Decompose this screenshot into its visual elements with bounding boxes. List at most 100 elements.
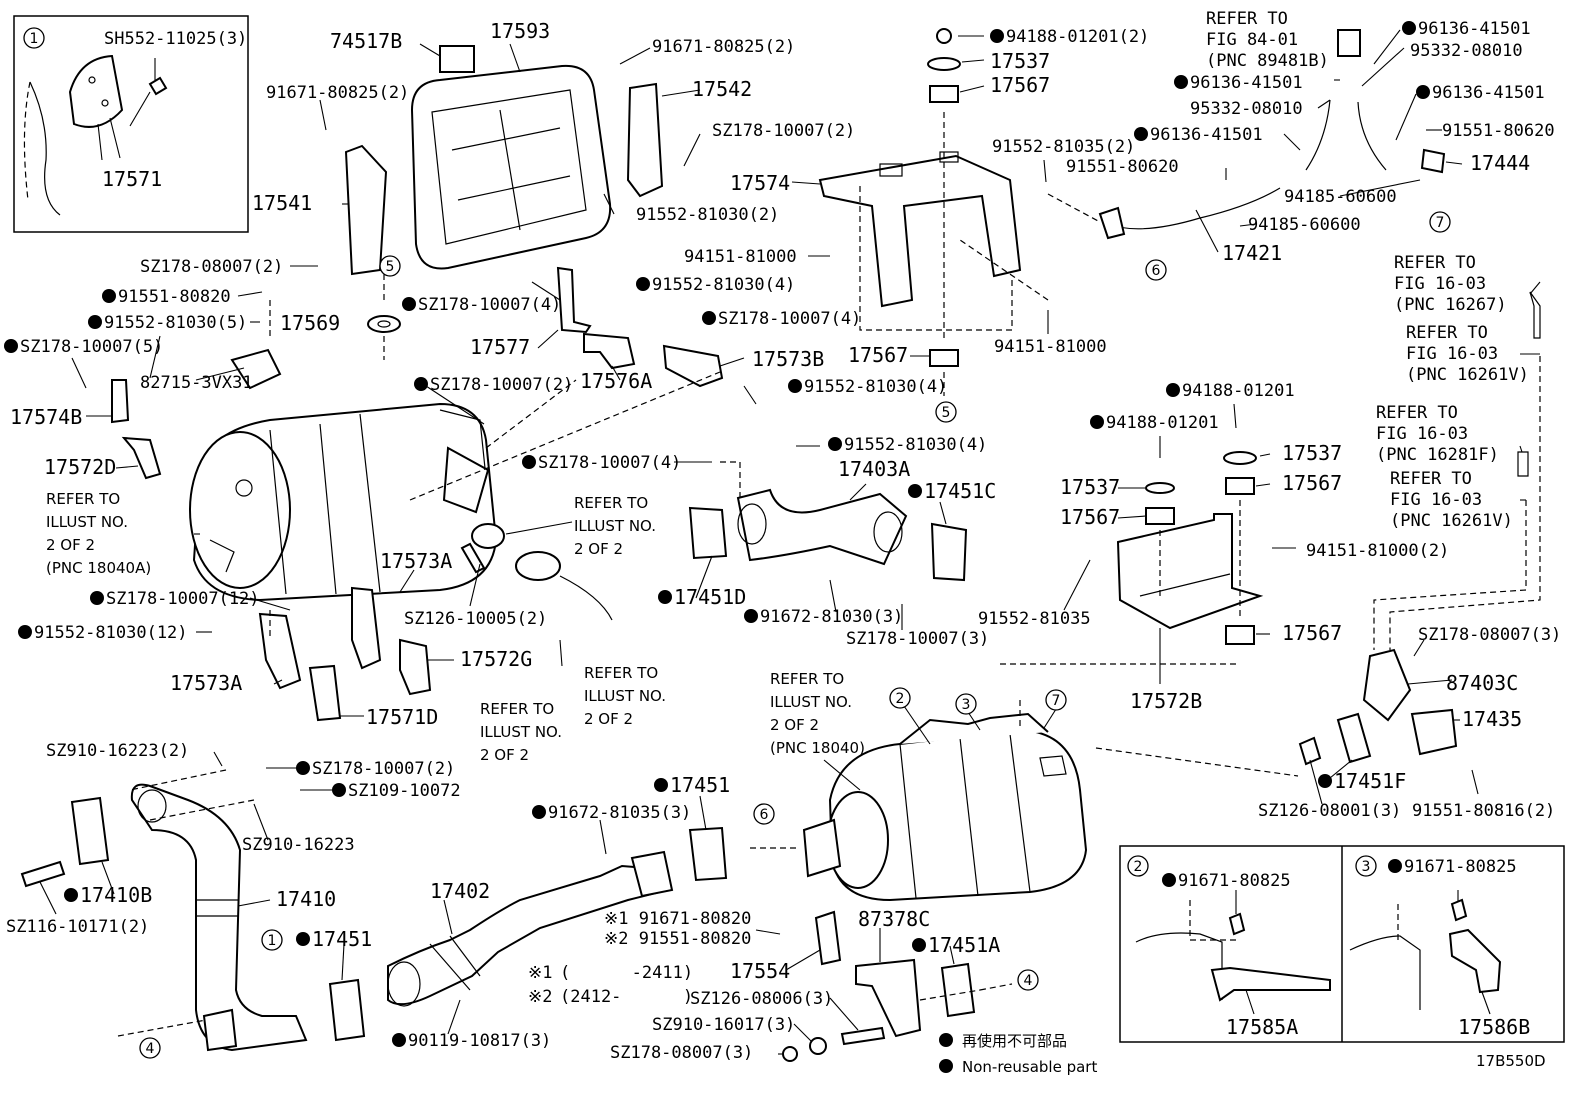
- part-label: 82715-3VX31: [140, 373, 253, 393]
- leader-lines: [39, 29, 1541, 1055]
- reference-note-line: FIG 16-03: [1376, 424, 1468, 444]
- part-label: 91671-80825: [1404, 857, 1517, 877]
- part-label: 94151-81000(2): [1306, 541, 1449, 561]
- non-reusable-dot-icon: [1416, 85, 1430, 99]
- gasket-17451A: [940, 962, 976, 1018]
- part-label: 91672-81030(3): [760, 607, 903, 627]
- part-label: 17451C: [924, 479, 996, 503]
- part-label: 17571: [102, 167, 162, 191]
- non-reusable-dot-icon: [912, 938, 926, 952]
- part-label: 17410B: [80, 883, 152, 907]
- non-reusable-dot-icon: [532, 805, 546, 819]
- reference-note-line: (PNC 16281F): [1376, 445, 1499, 465]
- sensor-17421: [1098, 206, 1126, 240]
- stud-icon: [460, 542, 486, 574]
- part-label: SZ178-10007(2): [712, 121, 855, 141]
- reference-note-line: ILLUST NO.: [584, 687, 666, 705]
- part-label: 91552-81030(2): [636, 205, 779, 225]
- non-reusable-dot-icon: [332, 783, 346, 797]
- detail-view-2-number: 2: [1134, 859, 1143, 875]
- part-label: 17567: [848, 343, 908, 367]
- reference-note-line: REFER TO: [574, 494, 648, 512]
- non-reusable-dot-icon: [296, 932, 310, 946]
- part-label: 17572G: [460, 647, 532, 671]
- detail-view-1: 1: [13, 15, 249, 233]
- non-reusable-dot-icon: [990, 29, 1004, 43]
- diagram-id: 17B550D: [1476, 1052, 1546, 1070]
- part-label: 94151-81000: [994, 337, 1107, 357]
- part-label: SZ910-16223: [242, 835, 355, 855]
- non-reusable-markers: [4, 21, 1430, 1047]
- insulator-17567-mid: [929, 349, 959, 367]
- non-reusable-dot-icon: [702, 311, 716, 325]
- reference-note-line: (PNC 18040A): [46, 559, 151, 577]
- bracket-17585A: [1210, 966, 1331, 1002]
- callout-4b-label: 4: [1024, 973, 1033, 989]
- part-label: 17567: [1282, 621, 1342, 645]
- callout-6a-label: 6: [1152, 263, 1161, 279]
- washer-icon: [809, 1037, 827, 1055]
- callout-1-label: 1: [268, 933, 277, 949]
- reference-note-line: REFER TO: [480, 700, 554, 718]
- non-reusable-dot-icon: [64, 888, 78, 902]
- bracket-17571D: [308, 664, 342, 722]
- converter-inlet-face: [189, 431, 291, 589]
- bracket-17573B: [662, 344, 724, 388]
- bracket-17586B: [1448, 928, 1502, 994]
- part-label: SZ910-16223(2): [46, 741, 189, 761]
- reference-note-line: FIG 16-03: [1390, 490, 1482, 510]
- part-label: 96136-41501: [1418, 19, 1531, 39]
- reference-note-line: REFER TO: [1390, 469, 1472, 489]
- part-label: 17593: [490, 19, 550, 43]
- part-label: 17421: [1222, 241, 1282, 265]
- pipe-17410-flange: [202, 1008, 238, 1052]
- part-label: 91552-81030(4): [844, 435, 987, 455]
- part-label: SZ178-10007(2): [312, 759, 455, 779]
- bracket-17572B: [1116, 513, 1264, 630]
- part-label: 17567: [990, 73, 1050, 97]
- bracket-17573A-upper: [351, 586, 382, 670]
- part-label: 91672-81035(3): [548, 803, 691, 823]
- part-label: 91671-80825: [1178, 871, 1291, 891]
- part-label: SZ126-10005(2): [404, 609, 547, 629]
- callout-markers: 1 2 3 4 4 5 5 6 6 7 7: [139, 211, 1451, 1059]
- detail-view-3-marker: [1355, 855, 1377, 877]
- non-reusable-dot-icon: [1402, 21, 1416, 35]
- date-note-1-range: ( -2411): [560, 963, 693, 983]
- bolt-icon: [1228, 912, 1246, 936]
- bolt-icon: [148, 76, 168, 96]
- callout-6b: [753, 803, 775, 825]
- bracket-87403C: [1362, 648, 1412, 722]
- part-label: 17451: [670, 773, 730, 797]
- insulator-17537-top: [927, 57, 961, 71]
- part-label: 91551-80620: [1066, 157, 1179, 177]
- part-label: 17573A: [170, 671, 242, 695]
- callout-7b-label: 7: [1052, 693, 1061, 709]
- non-reusable-dot-icon: [88, 315, 102, 329]
- heat-shield-17593: [410, 64, 612, 270]
- converter-assembly: [20, 28, 1541, 1062]
- part-label: 91552-81035: [978, 609, 1091, 629]
- part-label: SZ178-10007(2): [430, 375, 573, 395]
- non-reusable-dot-icon: [828, 437, 842, 451]
- part-label: 17402: [430, 879, 490, 903]
- part-label: SZ109-10072: [348, 781, 461, 801]
- reference-note-line: (PNC 16261V): [1390, 511, 1513, 531]
- non-reusable-dot-icon: [654, 778, 668, 792]
- bracket-17574: [818, 154, 1022, 308]
- part-label: 87378C: [858, 907, 930, 931]
- part-label: 17554: [730, 959, 790, 983]
- part-label: 91671-80825(2): [652, 37, 795, 57]
- part-label: SZ178-08007(3): [610, 1043, 753, 1063]
- reference-note-line: (PNC 16267): [1394, 295, 1507, 315]
- bracket-17541: [344, 144, 388, 276]
- callout-2-label: 2: [896, 691, 905, 707]
- non-reusable-dot-icon: [90, 591, 104, 605]
- pipe-17402-flange: [630, 850, 674, 898]
- bracket-17554: [814, 910, 842, 966]
